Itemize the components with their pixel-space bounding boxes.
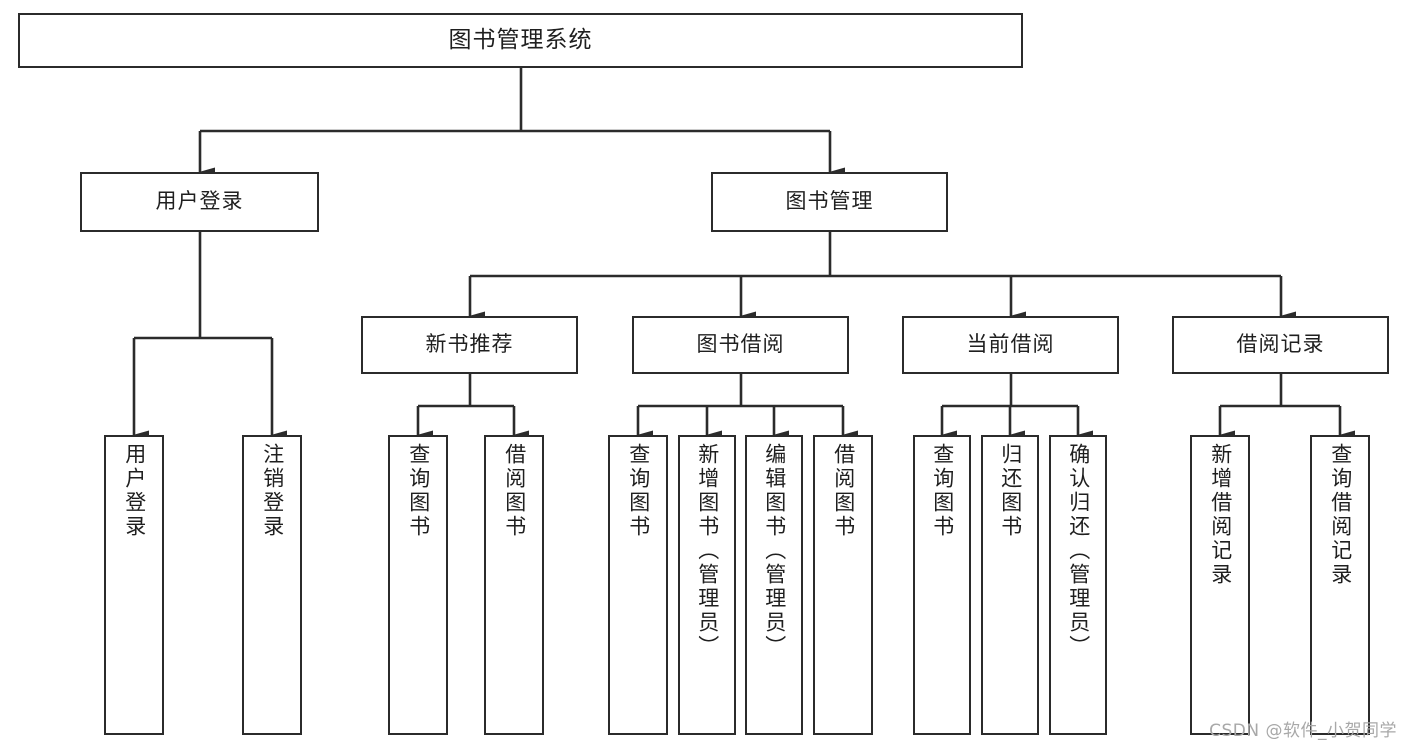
node-leaf-current-confirm-return-admin[interactable]: 确认归还（管理员） (1049, 435, 1107, 735)
node-label: 借阅图书 (502, 443, 527, 539)
node-leaf-borrow-borrow-book[interactable]: 借阅图书 (813, 435, 873, 735)
node-label: 图书管理 (785, 189, 874, 214)
node-label: 查询图书 (930, 443, 955, 539)
node-label: 归还图书 (998, 443, 1023, 539)
node-leaf-record-add-borrow-record[interactable]: 新增借阅记录 (1190, 435, 1250, 735)
node-leaf-borrow-query-book[interactable]: 查询图书 (608, 435, 668, 735)
node-label: 当前借阅 (966, 332, 1055, 357)
node-leaf-borrow-add-book-admin[interactable]: 新增图书（管理员） (678, 435, 736, 735)
node-label: 借阅图书 (831, 443, 856, 539)
node-label: 查询图书 (626, 443, 651, 539)
node-leaf-borrow-edit-book-admin[interactable]: 编辑图书（管理员） (745, 435, 803, 735)
node-user-login[interactable]: 用户登录 (80, 172, 319, 232)
node-label: 新增图书（管理员） (695, 443, 720, 659)
node-new-book-recommend[interactable]: 新书推荐 (361, 316, 578, 374)
node-label: 借阅记录 (1236, 332, 1325, 357)
node-leaf-current-return-book[interactable]: 归还图书 (981, 435, 1039, 735)
node-leaf-recommend-borrow-book[interactable]: 借阅图书 (484, 435, 544, 735)
node-leaf-record-query-borrow-record[interactable]: 查询借阅记录 (1310, 435, 1370, 735)
node-label: 查询图书 (406, 443, 431, 539)
node-label: 图书借阅 (696, 332, 785, 357)
node-label: 确认归还（管理员） (1066, 443, 1091, 659)
node-label: 新增借阅记录 (1208, 443, 1233, 587)
node-borrow-record[interactable]: 借阅记录 (1172, 316, 1389, 374)
node-label: 用户登录 (155, 189, 244, 214)
node-label: 图书管理系统 (448, 26, 593, 53)
node-label: 注销登录 (260, 443, 285, 539)
node-leaf-user-login[interactable]: 用户登录 (104, 435, 164, 735)
node-book-manage[interactable]: 图书管理 (711, 172, 948, 232)
node-leaf-current-query-book[interactable]: 查询图书 (913, 435, 971, 735)
node-label: 查询借阅记录 (1328, 443, 1353, 587)
node-label: 新书推荐 (425, 332, 514, 357)
node-leaf-user-logout[interactable]: 注销登录 (242, 435, 302, 735)
node-current-borrow[interactable]: 当前借阅 (902, 316, 1119, 374)
node-label: 用户登录 (122, 443, 147, 539)
node-root-system[interactable]: 图书管理系统 (18, 13, 1023, 68)
node-label: 编辑图书（管理员） (762, 443, 787, 659)
node-leaf-recommend-query-book[interactable]: 查询图书 (388, 435, 448, 735)
node-book-borrow[interactable]: 图书借阅 (632, 316, 849, 374)
